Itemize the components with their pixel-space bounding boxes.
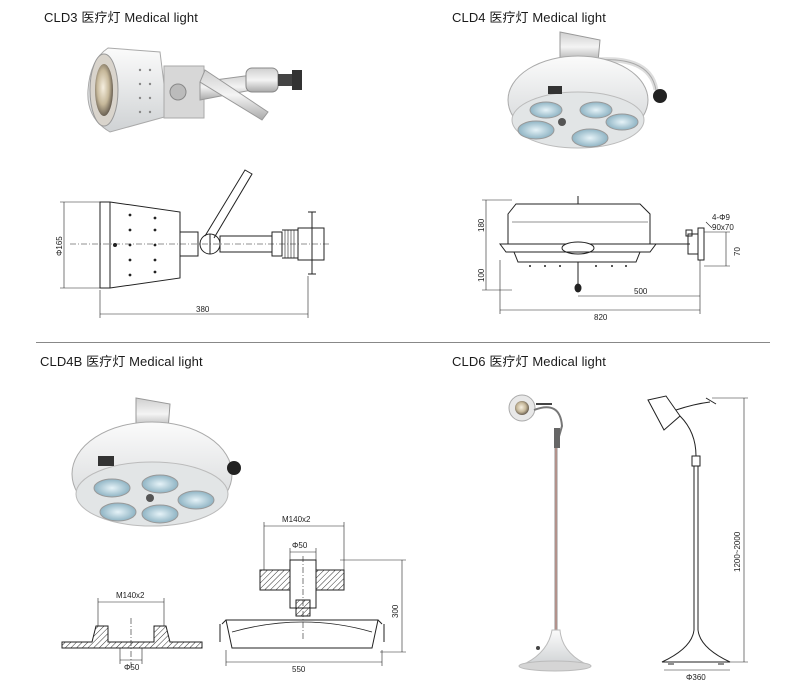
- cld6-photo: [508, 394, 592, 672]
- cld4-title: CLD4 医疗灯 Medical light: [452, 10, 606, 25]
- cld4-drawing: [482, 196, 730, 314]
- cld4b-height-dim: 300: [391, 604, 400, 618]
- cld6-title: CLD6 医疗灯 Medical light: [452, 354, 606, 369]
- cld6-height-range-dim: 1200~2000: [733, 531, 742, 572]
- cld4b-mount-detail: [61, 598, 203, 670]
- cld4b-thread-top-dim: M140x2: [282, 515, 311, 524]
- cld3-drawing: [60, 169, 330, 318]
- cld3-diameter-dim: Φ165: [55, 236, 64, 256]
- cld4-arm-dim: 500: [634, 287, 648, 296]
- section-divider: [36, 342, 770, 343]
- cld3-title: CLD3 医疗灯 Medical light: [44, 10, 198, 25]
- cld4-side-dim: 70: [733, 247, 742, 256]
- cld4b-bore-top-dim: Φ50: [292, 541, 308, 550]
- cld4-total-dim: 820: [594, 313, 608, 322]
- cld6-drawing: [647, 395, 748, 671]
- cld4b-photo: [71, 397, 241, 527]
- cld4-plate-dim: 90x70: [712, 223, 734, 232]
- cld3-photo: [87, 47, 302, 133]
- cld4b-bore-detail-dim: Φ50: [124, 663, 140, 672]
- cld6-base-dim: Φ360: [686, 673, 706, 682]
- cld4-height-top-dim: 180: [477, 218, 486, 232]
- cld4-height-bottom-dim: 100: [477, 268, 486, 282]
- cld3-length-dim: 380: [196, 305, 210, 314]
- cld4-holes-dim: 4-Φ9: [712, 213, 730, 222]
- cld4b-width-dim: 550: [292, 665, 306, 674]
- cld4b-title: CLD4B 医疗灯 Medical light: [40, 354, 203, 369]
- cld4-photo: [507, 31, 667, 149]
- cld4b-section-drawing: [219, 522, 406, 666]
- cld4b-thread-detail-dim: M140x2: [116, 591, 145, 600]
